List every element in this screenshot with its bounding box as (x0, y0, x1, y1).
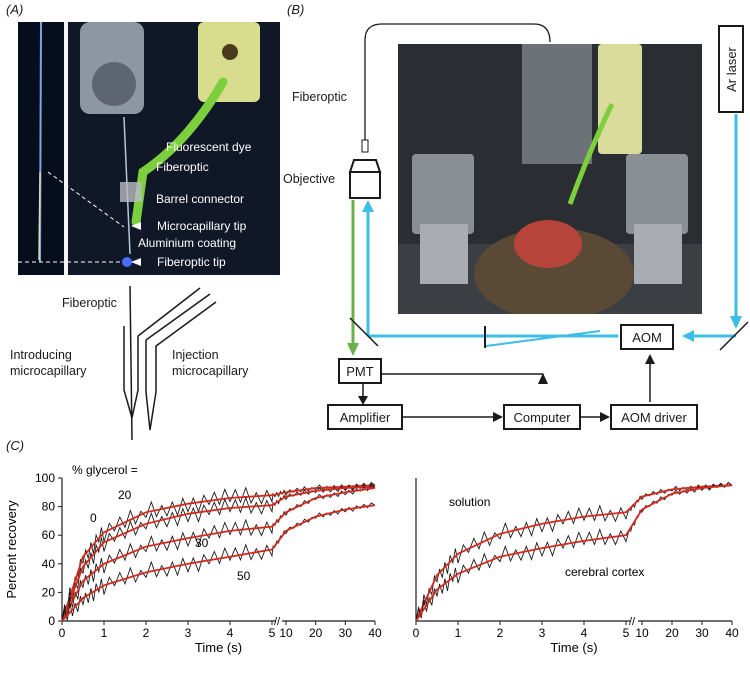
diagram-introducing-1: Introducing (10, 348, 72, 362)
diagram-injection-2: microcapillary (172, 364, 249, 378)
x-tick-label: 10 (635, 626, 649, 640)
aom-label: AOM (632, 329, 662, 345)
diagram-fiberoptic: Fiberoptic (62, 296, 117, 310)
y-tick-label: 40 (42, 557, 56, 571)
aom-driver-label: AOM driver (621, 409, 687, 425)
x-tick-label: 4 (581, 626, 588, 640)
setup-photo-artwork (398, 44, 702, 314)
label-barrel-connector: Barrel connector (156, 192, 245, 206)
y-tick-label: 80 (42, 500, 56, 514)
panel-a-photo: Fluorescent dye Fiberoptic Barrel connec… (18, 22, 280, 275)
computer-box: Computer (503, 404, 581, 430)
x-tick-label: 20 (309, 626, 323, 640)
series-fit-cerebral-cortex (415, 484, 733, 622)
x-tick-label: 1 (455, 626, 462, 640)
label-fiberoptic: Fiberoptic (156, 160, 209, 174)
series-label: 30 (195, 536, 209, 550)
panel-b-photo (398, 44, 702, 314)
label-aluminium-coating: Aluminium coating (138, 236, 237, 250)
x-tick-label: 0 (413, 626, 420, 640)
x-tick-label: 10 (279, 626, 293, 640)
label-fiberoptic-tip: Fiberoptic tip (157, 255, 226, 269)
series-fit-20 (61, 485, 376, 622)
x-tick-label: 40 (368, 626, 382, 640)
y-tick-label: 100 (35, 471, 55, 485)
x-axis-title: Time (s) (550, 640, 597, 655)
x-axis-title: Time (s) (195, 640, 242, 655)
amplifier-label: Amplifier (339, 409, 391, 425)
series-trace-20 (61, 483, 376, 622)
diagram-injection-1: Injection (172, 348, 219, 362)
series-fit-0 (61, 484, 376, 622)
x-tick-label: 4 (227, 626, 234, 640)
capillary-diagram (123, 285, 217, 441)
x-tick-label: 5 (623, 626, 630, 640)
x-tick-label: 20 (665, 626, 679, 640)
series-fit-30 (61, 487, 376, 622)
diagram-introducing-2: microcapillary (10, 364, 87, 378)
setup-schematic (347, 23, 749, 422)
series-fit-50 (61, 504, 376, 622)
y-tick-label: 60 (42, 528, 56, 542)
pmt-box: PMT (338, 358, 382, 384)
label-microcapillary-tip: Microcapillary tip (157, 219, 247, 233)
series-trace-0 (61, 481, 376, 622)
x-tick-label: 2 (497, 626, 504, 640)
x-tick-label: 0 (59, 626, 66, 640)
x-tick-label: 2 (143, 626, 150, 640)
amplifier-box: Amplifier (327, 404, 403, 430)
axis-break-mark: // (274, 616, 281, 628)
label-fiberoptic-b: Fiberoptic (292, 90, 347, 104)
aom-box: AOM (620, 324, 674, 350)
series-label: solution (449, 495, 490, 509)
panel-c-label: (C) (6, 438, 25, 453)
label-objective: Objective (283, 172, 336, 186)
series-trace-30 (61, 485, 376, 622)
series-fit-solution (415, 484, 733, 622)
pmt-label: PMT (346, 363, 374, 379)
series-label: 50 (237, 569, 251, 583)
x-tick-label: 30 (339, 626, 353, 640)
x-tick-label: 5 (269, 626, 276, 640)
series-label: cerebral cortex (565, 565, 644, 579)
axis-break-mark: // (629, 616, 636, 628)
series-label: 0 (90, 511, 97, 525)
y-tick-label: 0 (48, 614, 55, 628)
legend-title: % glycerol = (72, 463, 138, 477)
computer-label: Computer (513, 409, 571, 425)
y-tick-label: 20 (42, 585, 56, 599)
panel-a-label: (A) (6, 2, 24, 17)
series-label: 20 (118, 488, 132, 502)
x-tick-label: 30 (695, 626, 709, 640)
label-fluorescent-dye: Fluorescent dye (166, 140, 252, 154)
x-tick-label: 3 (185, 626, 192, 640)
y-axis-title: Percent recovery (4, 500, 19, 599)
ar-laser-label: Ar laser (723, 46, 739, 92)
ar-laser-box: Ar laser (718, 25, 744, 113)
x-tick-label: 40 (725, 626, 739, 640)
aom-driver-box: AOM driver (610, 404, 698, 430)
panel-b-label: (B) (287, 2, 305, 17)
x-tick-label: 3 (539, 626, 546, 640)
x-tick-label: 1 (101, 626, 108, 640)
photo-artwork (18, 22, 260, 275)
